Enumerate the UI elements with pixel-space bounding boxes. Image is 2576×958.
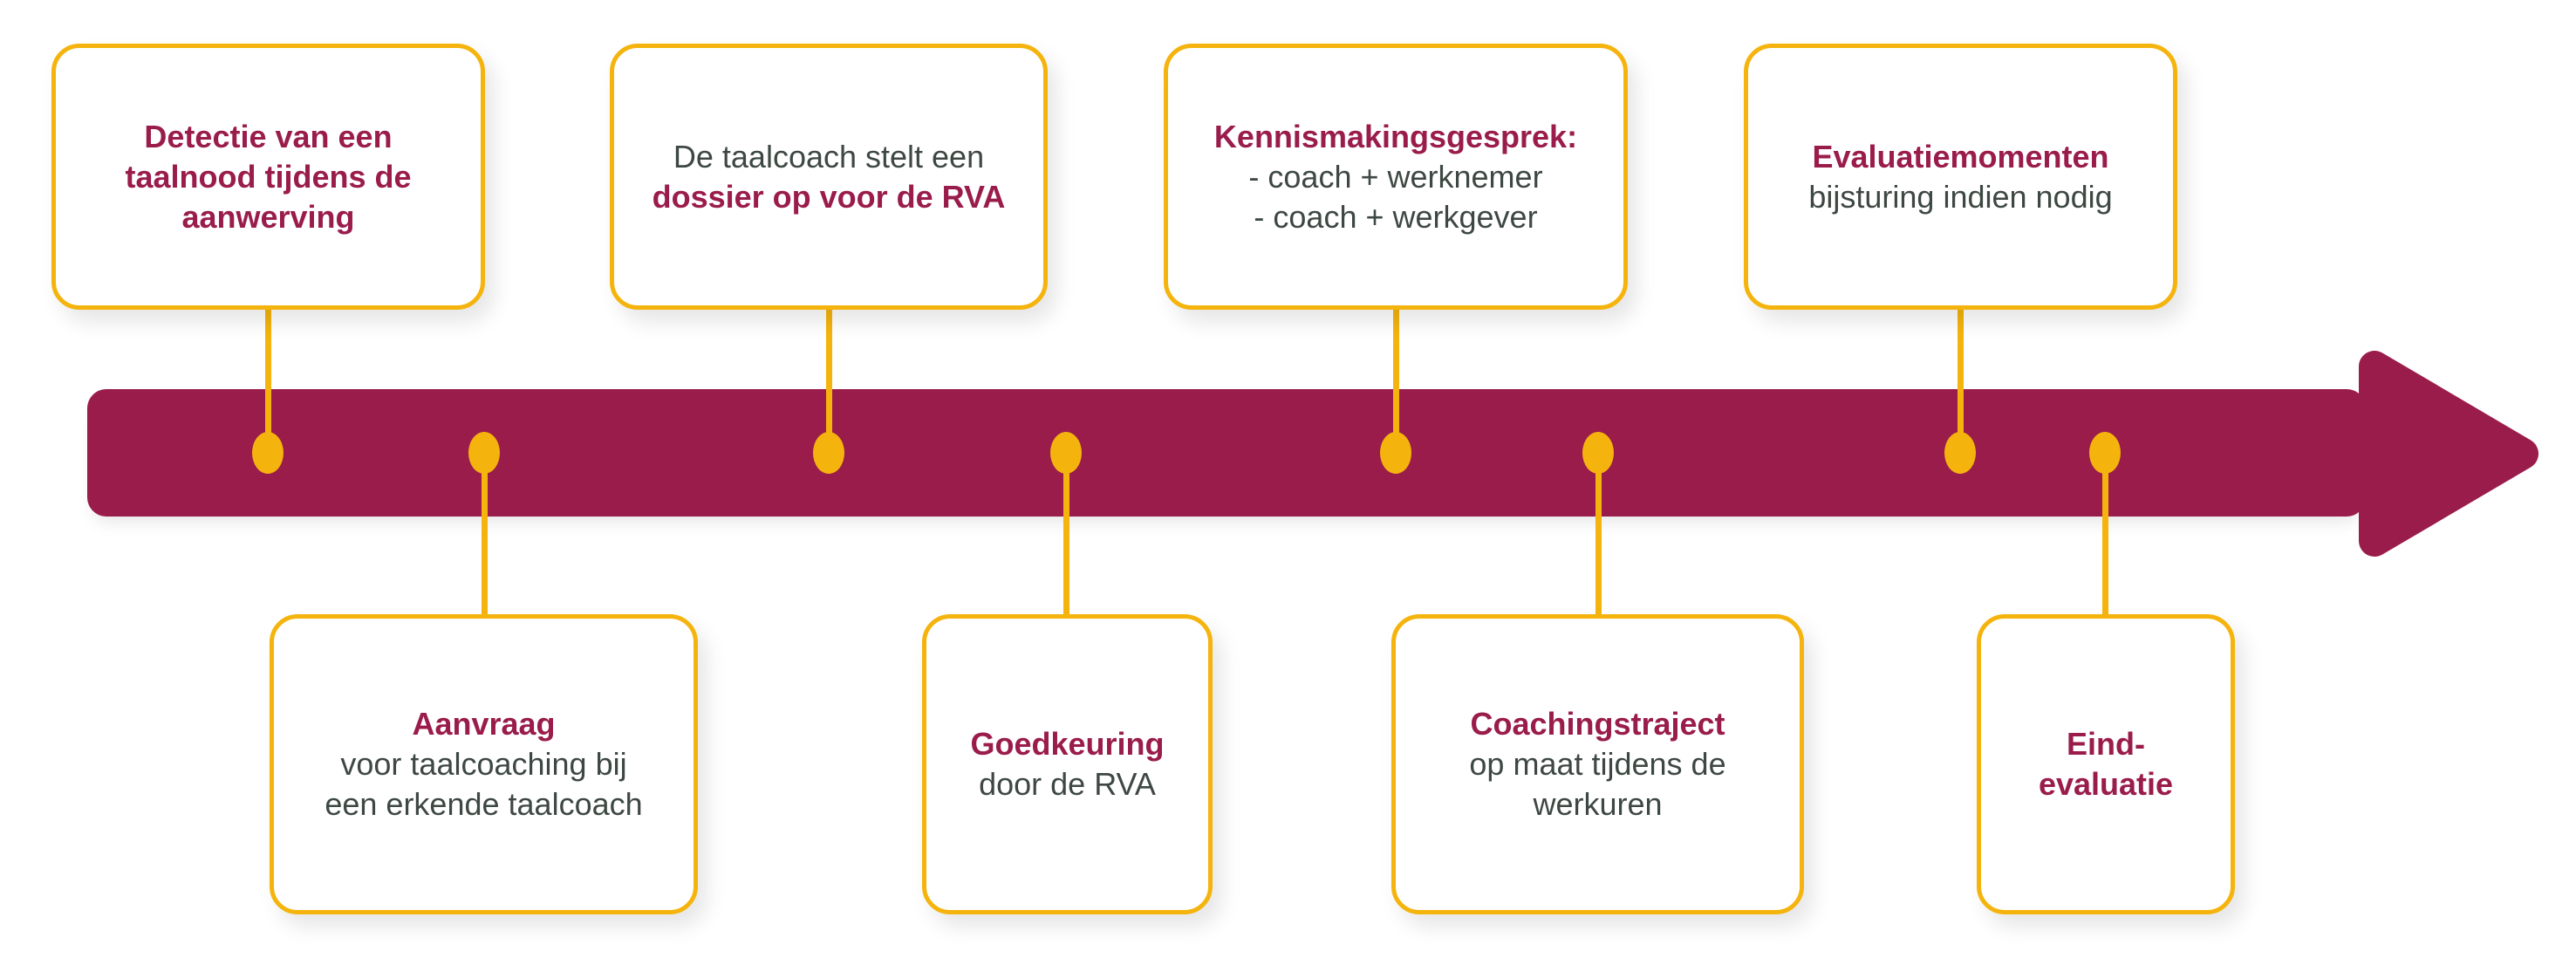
step-text-line: Goedkeuring bbox=[970, 726, 1165, 762]
connector-line bbox=[825, 307, 832, 453]
step-text-line: evaluatie bbox=[2038, 766, 2174, 802]
step-box-detectie: Detectie van een taalnood tijdens de aan… bbox=[51, 44, 485, 310]
connector-line bbox=[1392, 307, 1399, 453]
connector-line bbox=[1957, 307, 1964, 453]
timeline-bar bbox=[87, 389, 2366, 517]
step-box-aanvraag: Aanvraag voor taalcoaching bij een erken… bbox=[270, 614, 698, 914]
step-text-line: taalnood tijdens de bbox=[125, 158, 412, 195]
step-text-line: voor taalcoaching bij bbox=[340, 746, 627, 782]
connector-line bbox=[264, 307, 271, 453]
step-text-line: bijsturing indien nodig bbox=[1808, 178, 2113, 215]
step-box-eindevaluatie: Eind- evaluatie bbox=[1977, 614, 2235, 914]
step-text-line: Eind- bbox=[2067, 726, 2145, 762]
step-box-kennismakingsgesprek: Kennismakingsgesprek: - coach + werkneme… bbox=[1164, 44, 1628, 310]
step-text-line: - coach + werknemer bbox=[1248, 158, 1543, 195]
step-text-line: een erkende taalcoach bbox=[325, 786, 643, 822]
timeline-dot bbox=[252, 432, 284, 474]
connector-line bbox=[1595, 453, 1602, 616]
connector-line bbox=[481, 453, 488, 616]
connector-line bbox=[2101, 453, 2108, 616]
timeline-dot bbox=[1050, 432, 1082, 474]
step-text-line: De taalcoach stelt een bbox=[673, 138, 985, 174]
step-text-line: Kennismakingsgesprek: bbox=[1213, 118, 1578, 154]
timeline-dot bbox=[2089, 432, 2121, 474]
step-text-line: - coach + werkgever bbox=[1254, 198, 1538, 235]
timeline-dot bbox=[1582, 432, 1614, 474]
step-text-line: werkuren bbox=[1533, 786, 1663, 822]
step-box-dossier: De taalcoach stelt een dossier op voor d… bbox=[610, 44, 1048, 310]
timeline-dot bbox=[468, 432, 500, 474]
step-text-line: Evaluatiemomenten bbox=[1812, 138, 2109, 174]
step-text-line: Aanvraag bbox=[412, 706, 556, 742]
connector-line bbox=[1063, 453, 1069, 616]
step-text-line: aanwerving bbox=[181, 198, 355, 235]
step-box-coachingstraject: Coachingstraject op maat tijdens de werk… bbox=[1391, 614, 1804, 914]
timeline-dot bbox=[1944, 432, 1976, 474]
timeline-dot bbox=[1380, 432, 1411, 474]
timeline-dot bbox=[813, 432, 844, 474]
arrow-right-icon bbox=[2359, 351, 2538, 557]
step-box-goedkeuring: Goedkeuring door de RVA bbox=[922, 614, 1213, 914]
step-text-line: dossier op voor de RVA bbox=[652, 178, 1006, 215]
step-text-line: Coachingstraject bbox=[1470, 706, 1725, 742]
step-text-line: op maat tijdens de bbox=[1469, 746, 1726, 782]
step-text-line: Detectie van een bbox=[144, 118, 393, 154]
step-box-evaluatiemomenten: Evaluatiemomenten bijsturing indien nodi… bbox=[1744, 44, 2177, 310]
step-text-line: door de RVA bbox=[979, 766, 1156, 802]
